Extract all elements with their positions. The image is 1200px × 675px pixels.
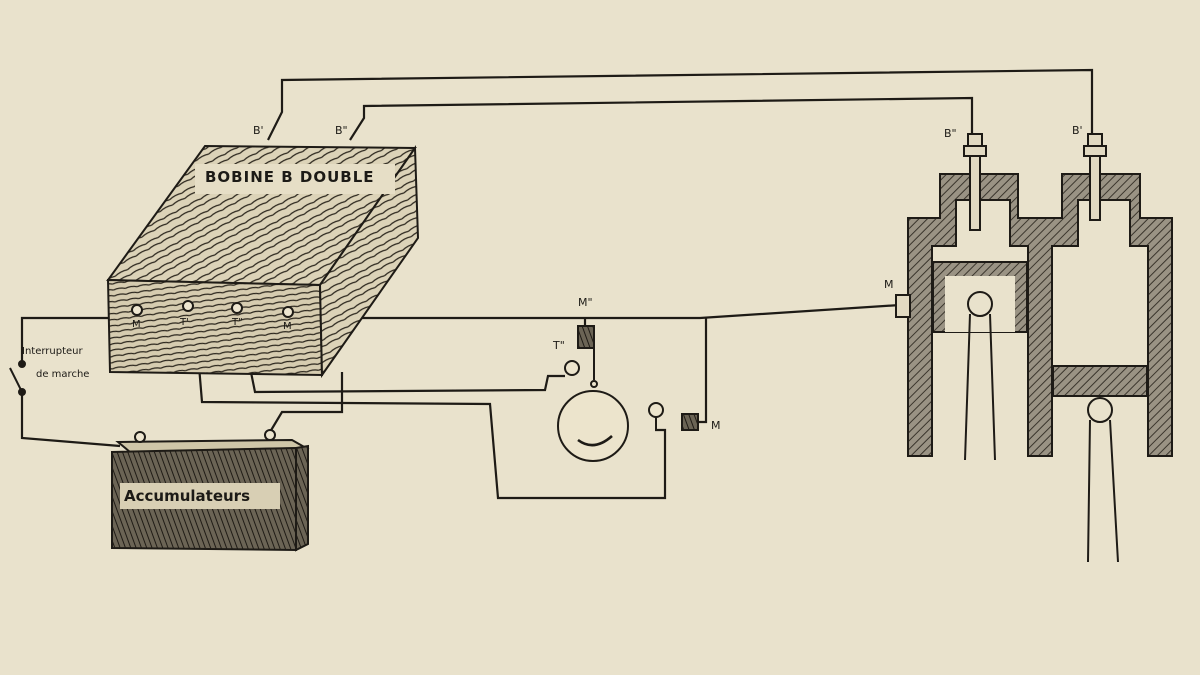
battery-box xyxy=(111,429,310,552)
plug-b-prime-label: B' xyxy=(1072,124,1083,137)
interrupteur-switch xyxy=(9,360,26,396)
engine-casing xyxy=(907,173,1173,457)
bobine-box xyxy=(106,144,420,379)
battery-side-face xyxy=(295,444,309,552)
piston-2-pin xyxy=(1087,397,1113,423)
contact-m-double-prime-label: M" xyxy=(578,296,593,309)
contact-m xyxy=(681,413,699,431)
contact-m-double-prime xyxy=(577,325,595,349)
engine-mass-terminal xyxy=(895,294,911,318)
coil-terminal-t-prime-label: T' xyxy=(180,317,189,328)
engine-mass-label: M xyxy=(884,278,894,291)
interrupteur-label-line2: de marche xyxy=(36,369,90,380)
terminal-t1-screw xyxy=(182,300,194,312)
wires xyxy=(20,68,1094,500)
engine xyxy=(895,133,1173,563)
trembleur-t-double-prime xyxy=(564,360,580,376)
wire-b-prime xyxy=(267,68,1094,141)
accumulateurs-label: Accumulateurs xyxy=(124,487,250,505)
piston-1-pin xyxy=(967,291,993,317)
wire-battery-coil xyxy=(269,372,344,433)
coil-terminal-b-prime-label: B' xyxy=(253,124,264,137)
contact-m-label: M xyxy=(711,419,721,432)
terminal-m-screw xyxy=(131,304,143,316)
terminal-m2-screw xyxy=(282,306,294,318)
connecting-rod-2 xyxy=(1087,419,1119,563)
connecting-rod-1 xyxy=(964,313,996,461)
distributor-cam xyxy=(557,390,629,462)
coil-terminal-m2-label: M xyxy=(283,321,292,332)
spark-plug-1 xyxy=(963,133,987,231)
battery-terminal-left xyxy=(134,431,146,443)
piston-2 xyxy=(1052,365,1148,397)
wire-interrupteur xyxy=(20,316,130,448)
trembleur-t-double-prime-label: T" xyxy=(553,339,565,352)
interrupteur-label-line1: Interrupteur xyxy=(22,346,83,357)
trembleur-t-prime xyxy=(648,402,664,418)
coil-terminal-b-double-prime-label: B" xyxy=(335,124,348,137)
bobine-label: BOBINE B DOUBLE xyxy=(205,168,375,186)
wire-mass-drop xyxy=(690,318,708,424)
wire-mass xyxy=(290,303,901,320)
battery-terminal-right xyxy=(264,429,276,441)
wire-t-prime xyxy=(193,317,667,500)
terminal-t2-screw xyxy=(231,302,243,314)
distributor xyxy=(557,325,699,462)
coil-terminal-m-label: M xyxy=(132,319,141,330)
plug-b-double-prime-label: B" xyxy=(944,127,957,140)
spark-plug-2 xyxy=(1083,133,1107,221)
coil-terminal-t-double-prime-label: T" xyxy=(232,317,243,328)
wire-b-double-prime xyxy=(349,96,974,141)
